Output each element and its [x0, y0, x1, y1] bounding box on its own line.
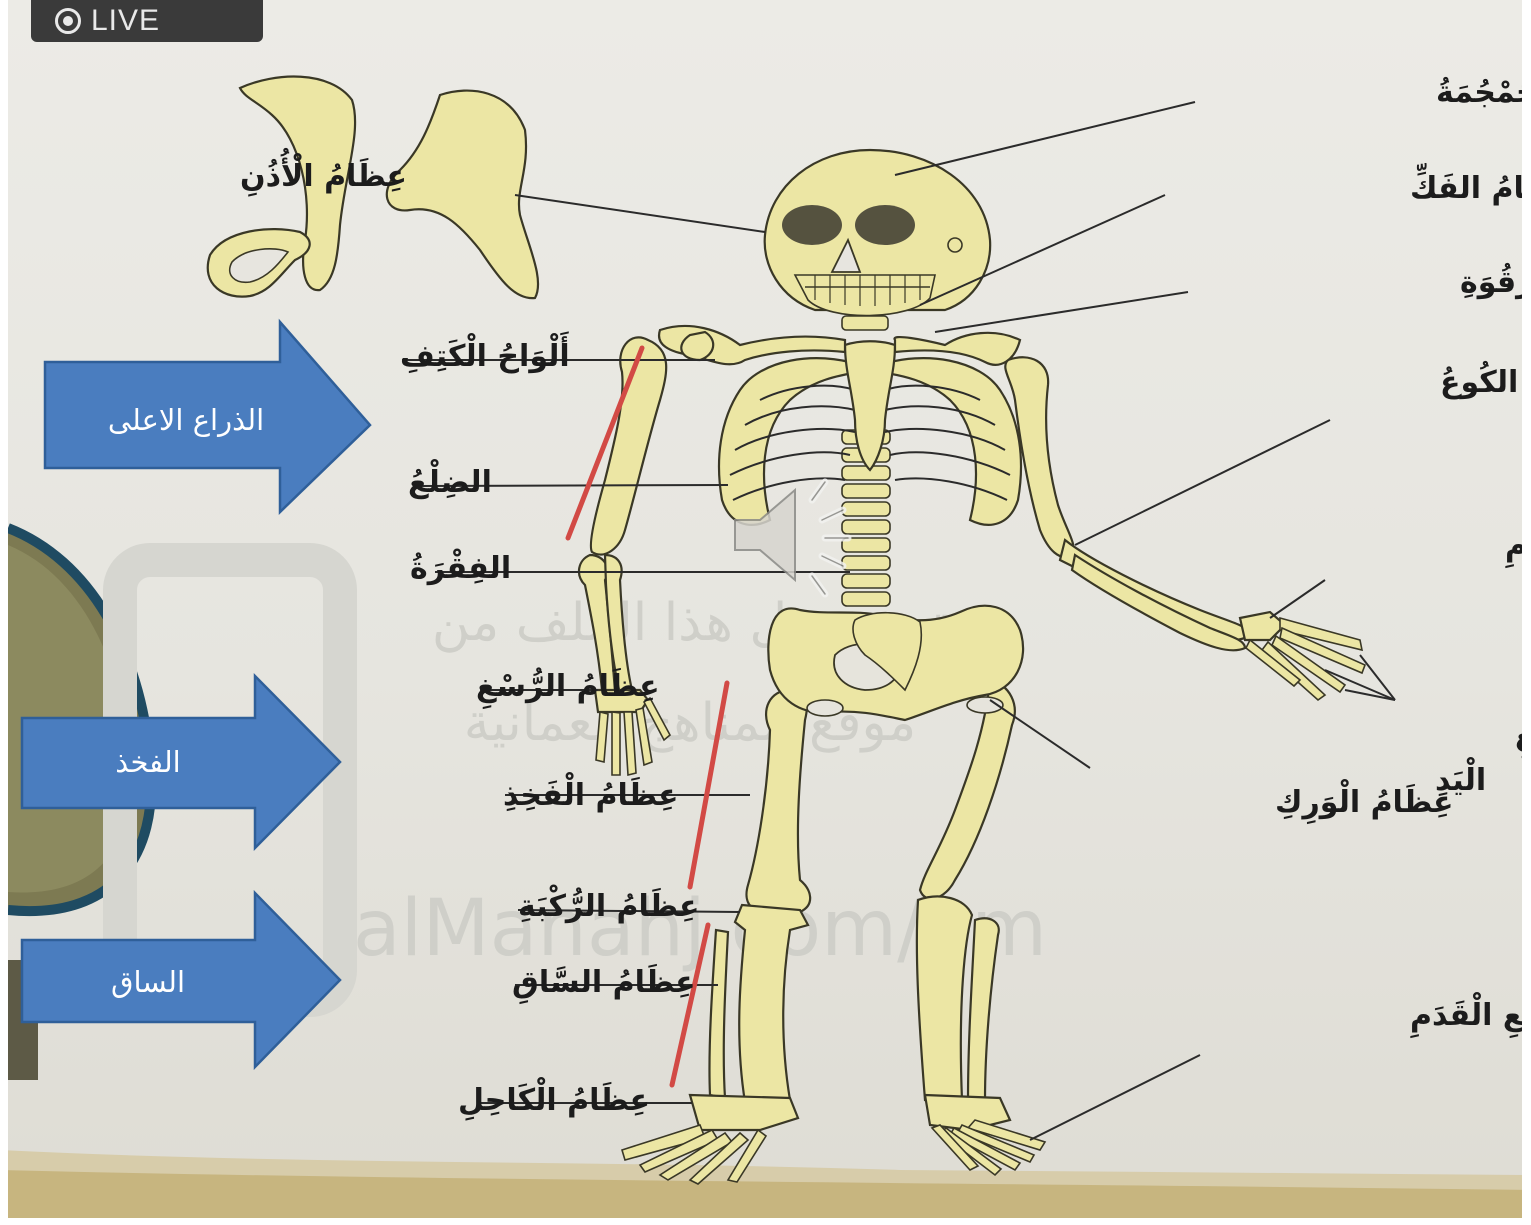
- label-hip: عِظَامُ الْوَرِكِ: [1275, 779, 1454, 825]
- label-shoulder-blades: أَلْوَاحُ الْكَتِفِ: [400, 331, 570, 374]
- label-collarbone: عِظَامُ التَّرْقُوَةِ: [1460, 262, 1531, 300]
- arrow-upper-arm-label: الذراع الاعلى: [108, 403, 264, 437]
- arrow-thigh-label: الفخذ: [115, 745, 181, 779]
- live-icon: [55, 8, 81, 34]
- label-elbow: الكُوعُ: [1440, 360, 1518, 400]
- label-rib: الضِلْعُ: [408, 459, 492, 500]
- label-jaw: عِظَامُ الفَكِّ: [1410, 164, 1531, 206]
- skeleton-illustration: [579, 150, 1365, 1184]
- label-toes: عِظَامُ أَصَابِعِ الْقَدَمِ: [1410, 990, 1531, 1039]
- bottom-border: [0, 1218, 1531, 1225]
- arrow-upper-arm: الذراع الاعلى: [45, 322, 370, 512]
- arrow-leg-label: الساق: [111, 965, 185, 999]
- live-badge: LIVE: [31, 0, 263, 42]
- left-border: [0, 0, 8, 1225]
- label-vertebra: الفِقْرَةُ: [410, 549, 511, 586]
- arrow-leg: الساق: [22, 893, 340, 1067]
- live-label: LIVE: [91, 4, 160, 38]
- label-wrist: عِظَامُ الرُّسْغِ: [476, 667, 660, 710]
- label-thigh: عِظَامُ الْفَخِذِ: [503, 772, 679, 813]
- right-border: [1522, 0, 1531, 1225]
- label-ankle: عِظَامُ الْكَاحِلِ: [458, 1077, 650, 1121]
- label-shin: عِظَامُ السَّاقِ: [512, 963, 696, 1005]
- label-knee: عِظَامُ الرُّكْبَةِ: [518, 885, 700, 924]
- skull: [765, 150, 990, 316]
- label-skull: الجُمْجُمَةُ: [1436, 75, 1531, 110]
